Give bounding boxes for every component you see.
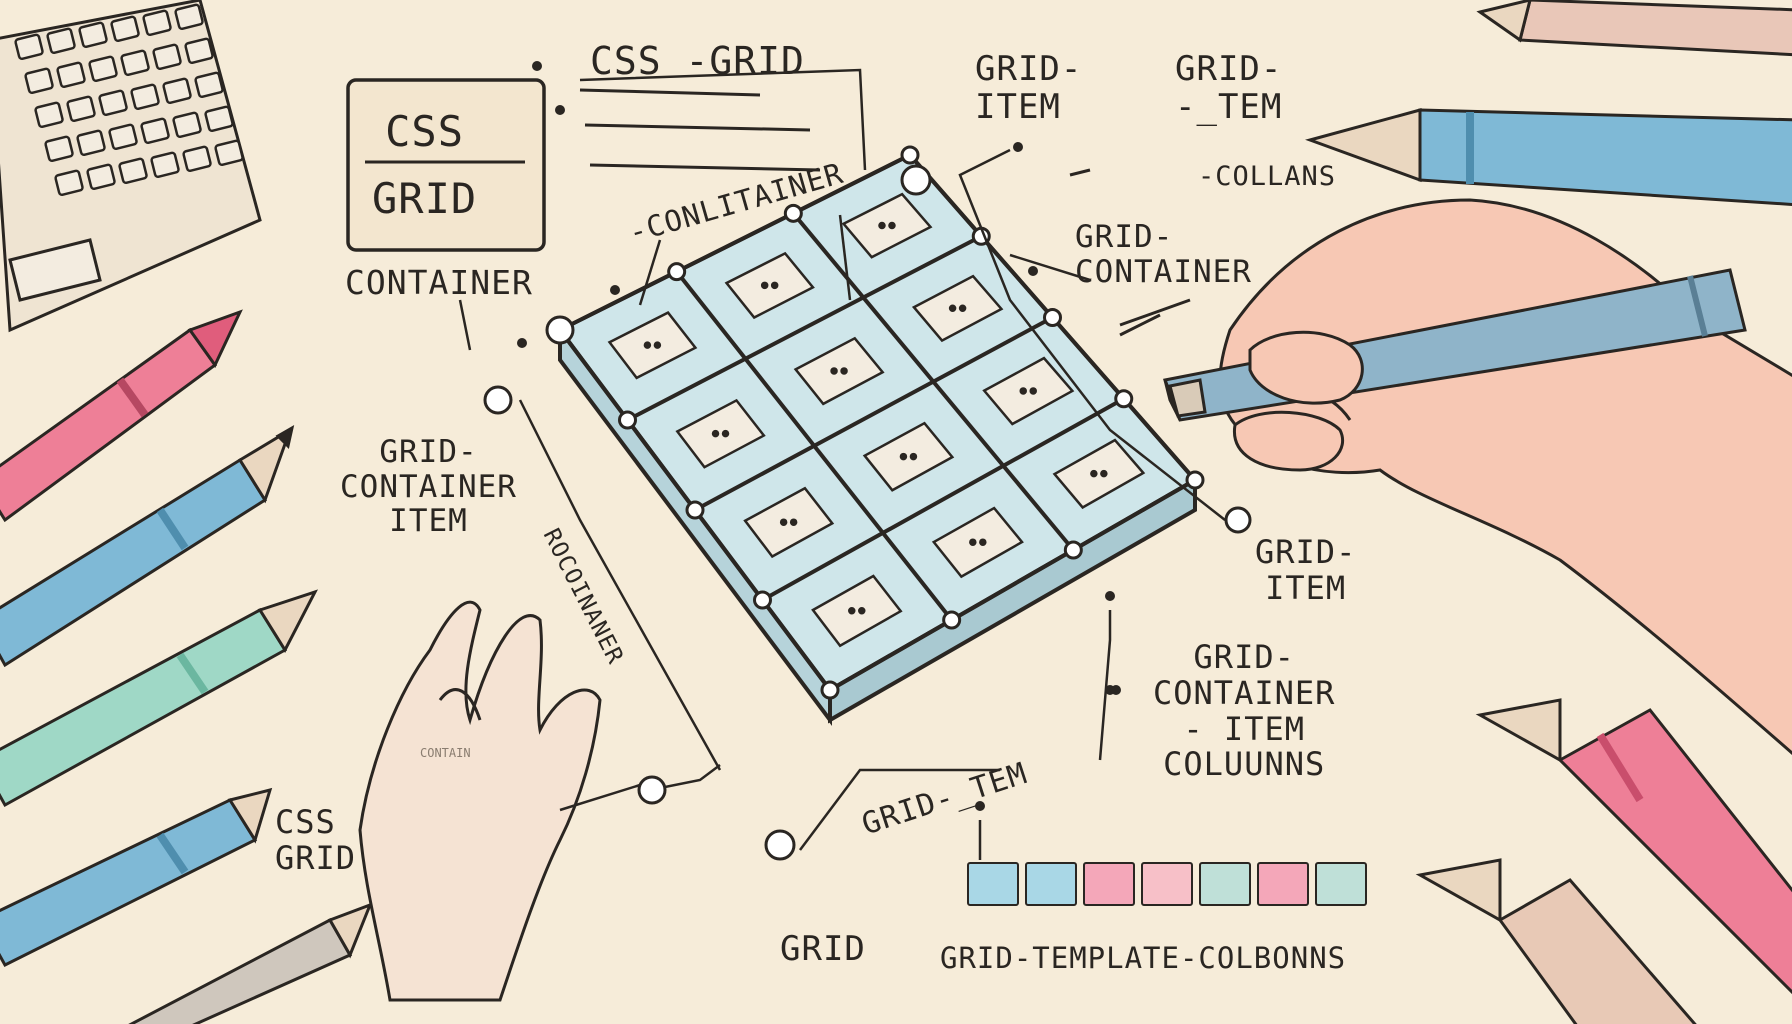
container-left-label: CONTAINER <box>345 265 533 302</box>
keyboard-key <box>77 130 105 155</box>
grid-item-dot <box>832 368 837 373</box>
keyboard-key <box>57 62 85 87</box>
marker-blue-right <box>1310 110 1792 205</box>
color-swatch <box>1257 862 1309 906</box>
grid-template-columns-label: GRID-TEMPLATE-COLBONNS <box>940 942 1346 974</box>
keyboard-key <box>15 34 43 59</box>
marker-blue2-left <box>0 790 270 965</box>
color-swatch <box>1141 862 1193 906</box>
grid-container-right-label: GRID- CONTAINER <box>1075 220 1252 289</box>
grid-item-dot <box>772 283 777 288</box>
grid-item-dot <box>713 431 718 436</box>
keyboard-key <box>143 10 171 35</box>
color-swatch <box>967 862 1019 906</box>
keyboard-key <box>35 102 63 127</box>
keyboard-key <box>185 38 213 63</box>
grid-item-dot <box>791 520 796 525</box>
grid-container-item-left-label: GRID- CONTAINER ITEM <box>340 435 517 539</box>
grid-item-dot <box>762 283 767 288</box>
grid-item-dot <box>723 431 728 436</box>
keyboard-key <box>67 96 95 121</box>
keyboard-key <box>45 136 73 161</box>
marker-beige-right <box>1420 860 1700 1024</box>
keyboard-key <box>153 44 181 69</box>
keyboard-key <box>121 50 149 75</box>
grid-item-dot <box>859 608 864 613</box>
marker-grey-left <box>120 905 370 1024</box>
grid-item-top-label: GRID- ITEM <box>975 50 1082 126</box>
grid-node <box>547 317 573 343</box>
grid-item-top-right-label: GRID- -_TEM <box>1175 50 1282 126</box>
grid-item-dot <box>655 343 660 348</box>
grid-item-dot <box>1101 471 1106 476</box>
grid-node <box>822 682 838 698</box>
keyboard-key <box>175 4 203 29</box>
keyboard-key <box>79 22 107 47</box>
keyboard-key <box>141 118 169 143</box>
css-grid-box-label: CSS GRID <box>372 98 477 232</box>
keyboard-key <box>215 140 243 165</box>
keyboard-key <box>109 124 137 149</box>
grid-node <box>669 264 685 280</box>
color-swatch <box>1199 862 1251 906</box>
color-swatch <box>1025 862 1077 906</box>
hand-text: CONTAIN <box>420 746 471 760</box>
keyboard-key <box>87 164 115 189</box>
grid-item-dot <box>1091 471 1096 476</box>
grid-item-dot <box>901 454 906 459</box>
css-grid-title: CSS -GRID <box>590 40 805 83</box>
keyboard-key <box>183 146 211 171</box>
grid-node <box>1065 542 1081 558</box>
grid-item-dot <box>849 608 854 613</box>
collans-label: -COLLANS <box>1198 162 1336 192</box>
grid-item-dot <box>889 223 894 228</box>
grid-item-dot <box>950 306 955 311</box>
grid-item-right-label: GRID- ITEM <box>1255 535 1356 607</box>
grid-item-dot <box>842 368 847 373</box>
color-swatch-strip <box>967 862 1367 906</box>
grid-item-dot <box>1031 388 1036 393</box>
grid-item-dot <box>879 223 884 228</box>
keyboard-key <box>205 106 233 131</box>
keyboard-key <box>99 90 127 115</box>
keyboard-key <box>151 152 179 177</box>
grid-node <box>1187 472 1203 488</box>
keyboard-key <box>131 84 159 109</box>
grid-item-dot <box>1021 388 1026 393</box>
grid-item-dot <box>970 540 975 545</box>
grid-node <box>1116 391 1132 407</box>
keyboard-key <box>55 170 83 195</box>
hand-left-sketch <box>360 602 600 1000</box>
grid-node <box>785 205 801 221</box>
keyboard-key <box>119 158 147 183</box>
keyboard-key <box>111 16 139 41</box>
grid-item-dot <box>960 306 965 311</box>
grid-item-dot <box>781 520 786 525</box>
grid-node <box>620 412 636 428</box>
keyboard-key <box>25 68 53 93</box>
keyboard-key <box>47 28 75 53</box>
grid-item-dot <box>645 343 650 348</box>
grid-node <box>1045 310 1061 326</box>
grid-node <box>687 502 703 518</box>
keyboard-sketch <box>0 0 260 330</box>
grid-bottom-label: GRID <box>780 930 866 968</box>
grid-item-dot <box>980 540 985 545</box>
keyboard-key <box>89 56 117 81</box>
grid-node <box>755 592 771 608</box>
color-swatch <box>1083 862 1135 906</box>
grid-node <box>944 612 960 628</box>
css-grid-bottom-left-label: CSS GRID <box>275 805 356 877</box>
grid-item-dot <box>911 454 916 459</box>
keyboard-key <box>173 112 201 137</box>
keyboard-key <box>163 78 191 103</box>
grid-container-item-columns-label: GRID- CONTAINER - ITEM COLUUNNS <box>1153 640 1335 783</box>
marker-top-right <box>1480 0 1792 55</box>
grid-node <box>902 147 918 163</box>
keyboard-key <box>195 72 223 97</box>
color-swatch <box>1315 862 1367 906</box>
